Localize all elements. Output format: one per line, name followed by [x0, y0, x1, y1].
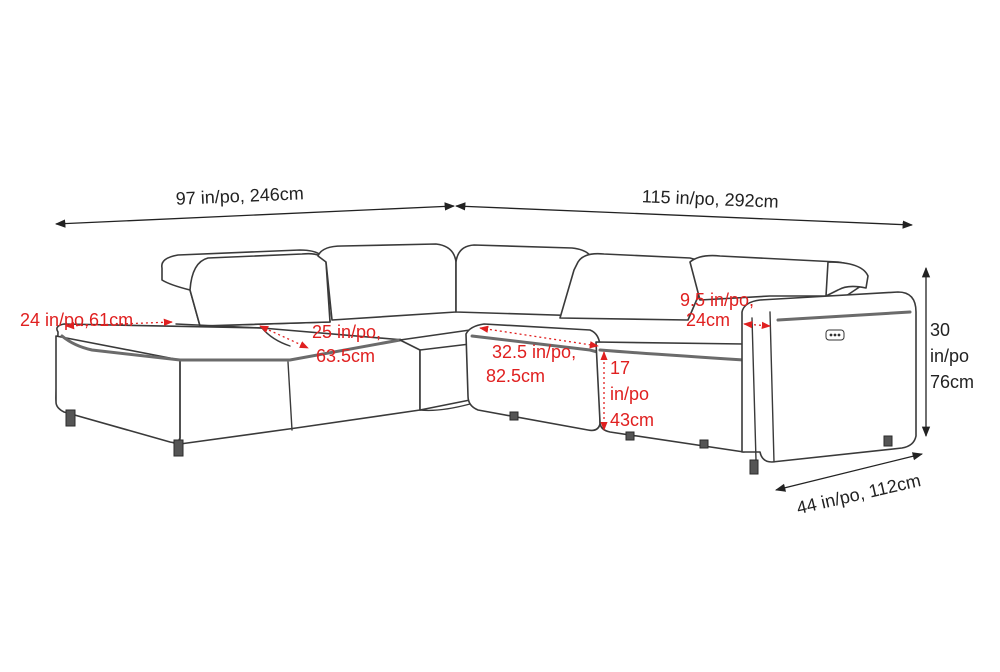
right-width-line [454, 202, 914, 229]
right-arm [741, 291, 917, 475]
right-seat-module [595, 341, 746, 453]
left-width-line [54, 202, 456, 228]
seat-dimensions: 24 in/po,61cm 25 in/po, 63.5cm 32.5 in/p… [20, 290, 771, 431]
sofa-drawing [55, 243, 917, 475]
right-width-label: 115 in/po, 292cm [642, 186, 779, 211]
seat-height-label-2: in/po [610, 384, 649, 404]
depth-label: 44 in/po, 112cm [795, 470, 923, 518]
corner-seat-width-label-1: 32.5 in/po, [492, 342, 576, 362]
leg-front-chaise [173, 439, 184, 457]
seat-height-label-1: 17 [610, 358, 630, 378]
corner-seat-width-label-2: 82.5cm [486, 366, 545, 386]
armless-seat-width-label-2: 63.5cm [316, 346, 375, 366]
depth-line [774, 452, 924, 492]
arm-width-label-1: 9.5 in/po, [680, 290, 754, 310]
corner-module [399, 329, 471, 412]
chaise-module [55, 323, 421, 445]
height-label-3: 76cm [930, 372, 974, 392]
arm-width-line [743, 320, 771, 330]
backrest [161, 243, 869, 327]
seat-height-label-3: 43cm [610, 410, 654, 430]
height-label-2: in/po [930, 346, 969, 366]
height-label-1: 30 [930, 320, 950, 340]
left-width-label: 97 in/po, 246cm [175, 183, 304, 209]
armless-seat-width-line [259, 325, 309, 349]
armless-seat-width-label-1: 25 in/po, [312, 322, 381, 342]
chaise-seat-width-label: 24 in/po,61cm [20, 310, 133, 330]
arm-width-label-2: 24cm [686, 310, 730, 330]
leg-front-left [65, 409, 76, 427]
